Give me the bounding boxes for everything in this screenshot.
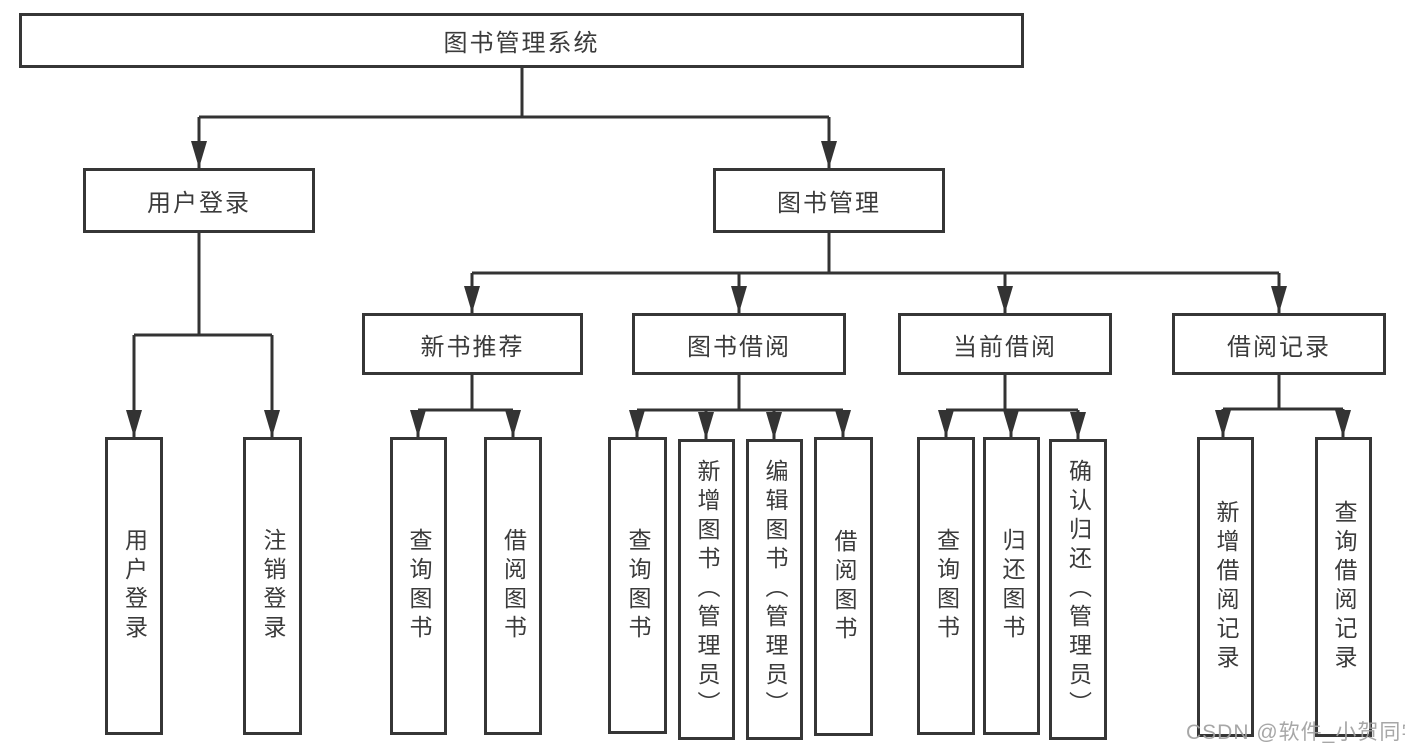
node-borrow-books-recommend-label: 借阅图书 [500,528,527,644]
node-query-books-borrow: 查询图书 [608,437,667,734]
node-confirm-return-admin: 确认归还（管理员） [1049,439,1107,740]
node-book-management-label: 图书管理 [777,190,881,217]
node-query-borrow-record: 查询借阅记录 [1315,437,1372,737]
node-add-borrow-record: 新增借阅记录 [1197,437,1254,737]
node-borrow-records: 借阅记录 [1172,313,1386,375]
node-book-borrow: 图书借阅 [632,313,846,375]
node-user-login-action: 用户登录 [105,437,163,735]
node-borrow-books: 借阅图书 [814,437,873,736]
csdn-watermark: CSDN @软件_小贺同学 [1186,721,1405,744]
node-book-management: 图书管理 [713,168,945,233]
node-current-borrow-label: 当前借阅 [953,333,1057,361]
node-add-book-admin: 新增图书（管理员） [678,439,735,740]
node-add-book-admin-label: 新增图书（管理员） [694,459,720,720]
node-logout-label: 注销登录 [260,528,286,644]
node-logout: 注销登录 [243,437,302,735]
node-book-borrow-label: 图书借阅 [687,333,791,361]
node-add-borrow-record-label: 新增借阅记录 [1213,500,1239,674]
node-root: 图书管理系统 [19,13,1024,68]
node-edit-book-admin: 编辑图书（管理员） [746,439,803,740]
node-query-borrow-record-label: 查询借阅记录 [1331,500,1357,674]
node-borrow-records-label: 借阅记录 [1227,333,1331,361]
node-query-books-recommend: 查询图书 [390,437,447,735]
node-query-books-borrow-label: 查询图书 [625,527,651,644]
node-user-login-action-label: 用户登录 [121,528,148,644]
node-root-label: 图书管理系统 [443,30,600,57]
node-edit-book-admin-label: 编辑图书（管理员） [762,459,788,720]
node-borrow-books-recommend: 借阅图书 [484,437,542,735]
node-new-book-recommend: 新书推荐 [362,313,583,375]
node-borrow-books-label: 借阅图书 [831,528,857,645]
node-new-book-recommend-label: 新书推荐 [420,333,525,361]
node-confirm-return-admin-label: 确认归还（管理员） [1065,459,1092,720]
node-return-book: 归还图书 [983,437,1040,735]
node-query-books-recommend-label: 查询图书 [406,528,432,644]
node-user-login: 用户登录 [83,168,315,233]
node-query-books-current: 查询图书 [917,437,975,735]
node-return-book-label: 归还图书 [999,528,1025,644]
node-query-books-current-label: 查询图书 [933,528,960,644]
node-current-borrow: 当前借阅 [898,313,1112,375]
node-user-login-label: 用户登录 [147,190,251,217]
